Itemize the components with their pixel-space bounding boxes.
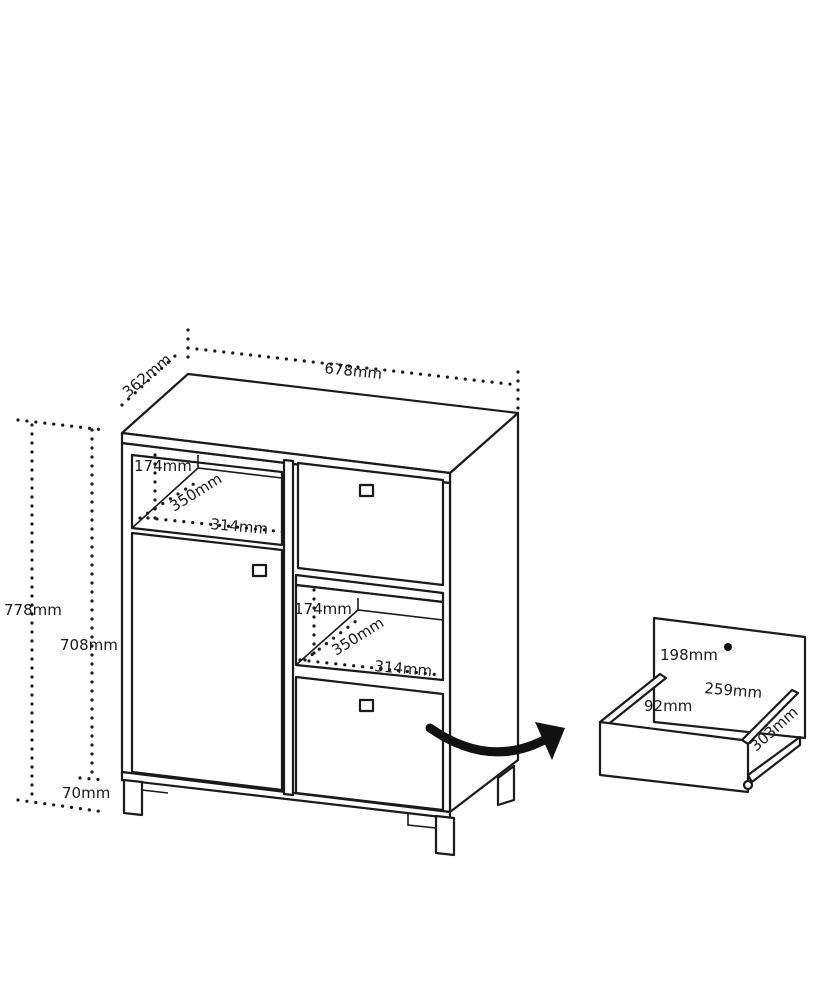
label-drawer-inner-height: 92mm: [644, 697, 692, 715]
bottom-drawer-front[interactable]: [294, 675, 445, 812]
drawer-knob-icon[interactable]: [358, 483, 375, 498]
label-width: 678mm: [324, 359, 383, 383]
cabinet: [120, 372, 520, 857]
leg-front-left: [122, 778, 144, 817]
right-open-niche: [294, 583, 445, 682]
label-upper-niche-width: 314mm: [210, 515, 269, 538]
label-lower-niche-width: 314mm: [374, 657, 433, 680]
pull-out-arrow-icon: [425, 722, 565, 760]
leg-back-right: [496, 764, 516, 807]
leg-rail: [407, 812, 437, 829]
drawer-runner: [746, 735, 802, 784]
drawer-knob-icon[interactable]: [358, 698, 375, 713]
left-door: [130, 531, 284, 792]
label-drawer-inner-width: 259mm: [704, 679, 763, 702]
top-drawer-front[interactable]: [296, 461, 445, 587]
drawer-detail: [598, 616, 807, 794]
label-lower-niche-height: 174mm: [294, 600, 352, 618]
center-divider: [282, 458, 295, 797]
label-upper-niche-height: 174mm: [134, 457, 192, 475]
leg-front-right: [434, 814, 456, 857]
left-open-niche: [130, 453, 284, 547]
label-leg-height: 70mm: [62, 784, 110, 802]
runner-wheel-icon: [742, 779, 754, 791]
door-knob-icon[interactable]: [251, 563, 268, 578]
label-total-height: 778mm: [4, 601, 62, 619]
leg-rail: [141, 789, 169, 794]
label-drawer-front-height: 198mm: [660, 646, 718, 664]
label-body-height: 708mm: [60, 636, 118, 654]
knob-hole-icon: [724, 643, 732, 651]
drawer-back: [598, 720, 750, 794]
